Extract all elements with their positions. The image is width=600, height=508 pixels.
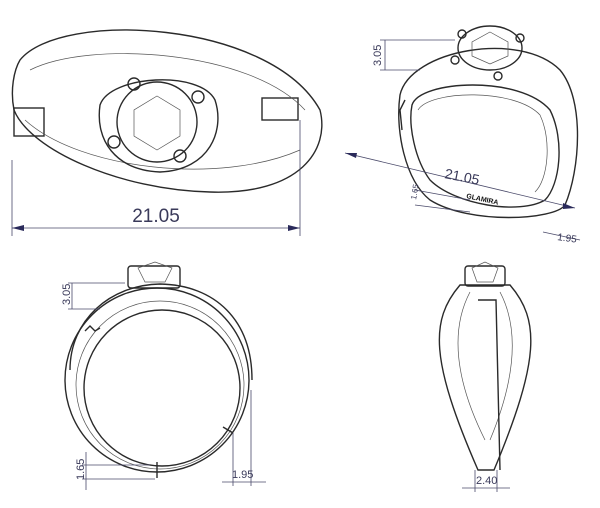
- arrow-icon: [288, 225, 300, 231]
- front-band-label: 1.95: [232, 469, 253, 481]
- band-inner: [410, 84, 560, 208]
- side-edge: [457, 291, 486, 441]
- extension-line: [414, 189, 471, 201]
- top-width-label: 21.05: [132, 206, 180, 227]
- band-outer: [64, 287, 250, 473]
- top-edge: [69, 283, 253, 381]
- shank-left: [13, 107, 45, 137]
- arrow-icon: [345, 153, 357, 158]
- band-outline: [11, 29, 323, 193]
- side-width-label: 2.40: [476, 475, 497, 487]
- prong: [493, 71, 503, 81]
- perspective-view: 3.05 21.05 1.65 GLAMIRA 1.95: [344, 25, 581, 246]
- stone: [137, 261, 173, 283]
- dimension-line: [344, 152, 576, 209]
- setting-outline: [98, 79, 219, 173]
- prong: [450, 55, 460, 65]
- notch: [84, 325, 101, 332]
- prong: [515, 33, 525, 43]
- prong: [107, 135, 121, 149]
- front-view: 3.05 1.65 1.95: [61, 261, 266, 490]
- stone: [471, 261, 499, 283]
- perspective-height-label: 3.05: [372, 45, 384, 66]
- band-edge: [417, 94, 548, 193]
- notch: [399, 99, 406, 131]
- stone-facets: [133, 95, 181, 151]
- top-view: 21.05: [11, 29, 323, 236]
- prong: [127, 77, 141, 91]
- perspective-width-label: 21.05: [443, 165, 481, 187]
- front-height-label: 3.05: [61, 284, 73, 305]
- prong: [457, 29, 467, 39]
- dimension-line: [542, 231, 581, 241]
- extension-line: [414, 204, 471, 213]
- front-thickness-label: 1.65: [75, 459, 87, 480]
- stone-setting: [464, 265, 506, 287]
- shank-edge: [478, 299, 501, 471]
- band-mid: [75, 300, 245, 470]
- shank-right: [261, 97, 299, 121]
- prong: [173, 149, 187, 163]
- stone: [116, 81, 198, 163]
- prong: [191, 90, 205, 104]
- side-view: 2.40: [438, 261, 532, 492]
- band-edge: [29, 53, 306, 111]
- seam: [222, 426, 234, 434]
- band-inner: [83, 309, 241, 467]
- side-edge: [489, 291, 513, 441]
- band-edge: [24, 119, 301, 170]
- side-outline: [438, 284, 532, 471]
- stone-facets: [471, 31, 509, 65]
- stone: [457, 25, 523, 71]
- perspective-thickness-label: 1.65: [409, 183, 421, 200]
- perspective-band-label: 1.95: [557, 232, 578, 246]
- band-outline: [398, 47, 579, 219]
- arrow-icon: [563, 203, 575, 209]
- arrow-icon: [12, 225, 24, 231]
